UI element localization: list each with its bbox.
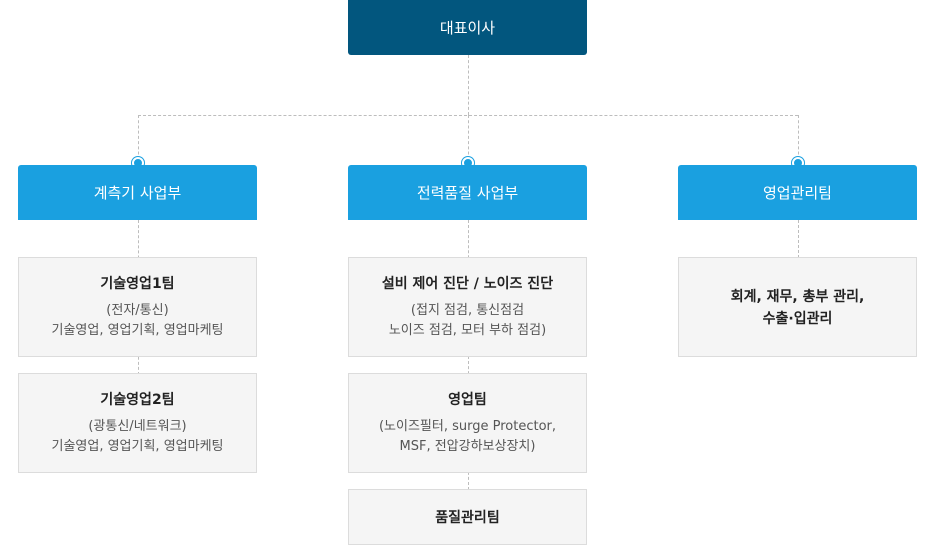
team-description: (노이즈필터, surge Protector, MSF, 전압강하보상장치) bbox=[379, 417, 556, 457]
team-description-line: (전자/통신) bbox=[106, 303, 169, 318]
team-title: 설비 제어 진단 / 노이즈 진단 bbox=[381, 276, 554, 292]
team-title: 기술영업2팀 bbox=[100, 392, 175, 408]
team-box-sales1: 기술영업1팀 (전자/통신) 기술영업, 영업기획, 영업마케팅 bbox=[18, 257, 257, 357]
connector-div3-down bbox=[798, 115, 799, 165]
team-title: 기술영업1팀 bbox=[100, 276, 175, 292]
division-label: 전력품질 사업부 bbox=[416, 184, 519, 202]
team-title: 영업팀 bbox=[448, 392, 487, 408]
team-title-line2: 수출·입관리 bbox=[762, 311, 833, 327]
connector-div1-down bbox=[138, 115, 139, 165]
team-box-sales2: 기술영업2팀 (광통신/네트워크) 기술영업, 영업기획, 영업마케팅 bbox=[18, 373, 257, 473]
connector-root-down bbox=[468, 55, 469, 115]
team-description: (전자/통신) 기술영업, 영업기획, 영업마케팅 bbox=[51, 301, 223, 341]
team-box-diagnosis: 설비 제어 진단 / 노이즈 진단 (접지 점검, 통신점검 노이즈 점검, 모… bbox=[348, 257, 587, 357]
team-description-line: 노이즈 점검, 모터 부하 점검) bbox=[388, 323, 547, 338]
division-sales-management: 영업관리팀 bbox=[678, 165, 917, 220]
team-title: 품질관리팀 bbox=[435, 510, 500, 526]
division-label: 영업관리팀 bbox=[762, 184, 832, 202]
connector-div2-down bbox=[468, 115, 469, 165]
team-box-accounting: 회계, 재무, 총부 관리, 수출·입관리 bbox=[678, 257, 917, 357]
team-description-line: (노이즈필터, surge Protector, bbox=[378, 419, 557, 434]
team-description-line: (광통신/네트워크) bbox=[88, 419, 187, 434]
division-label: 계측기 사업부 bbox=[93, 184, 182, 202]
team-description: (광통신/네트워크) 기술영업, 영업기획, 영업마케팅 bbox=[51, 417, 223, 457]
division-power-quality: 전력품질 사업부 bbox=[348, 165, 587, 220]
connector-div3-teams bbox=[798, 220, 799, 258]
team-box-sales-team: 영업팀 (노이즈필터, surge Protector, MSF, 전압강하보상… bbox=[348, 373, 587, 473]
team-box-quality: 품질관리팀 bbox=[348, 489, 587, 545]
team-title: 회계, 재무, 총부 관리, bbox=[730, 289, 865, 305]
ceo-label: 대표이사 bbox=[439, 19, 496, 37]
ceo-box: 대표이사 bbox=[348, 0, 587, 55]
division-measurement: 계측기 사업부 bbox=[18, 165, 257, 220]
team-description-line: 기술영업, 영업기획, 영업마케팅 bbox=[51, 323, 224, 338]
team-description-line: 기술영업, 영업기획, 영업마케팅 bbox=[51, 439, 224, 454]
team-description: (접지 점검, 통신점검 노이즈 점검, 모터 부하 점검) bbox=[389, 301, 546, 341]
team-description-line: MSF, 전압강하보상장치) bbox=[399, 439, 536, 454]
team-description-line: (접지 점검, 통신점검 bbox=[410, 303, 525, 318]
